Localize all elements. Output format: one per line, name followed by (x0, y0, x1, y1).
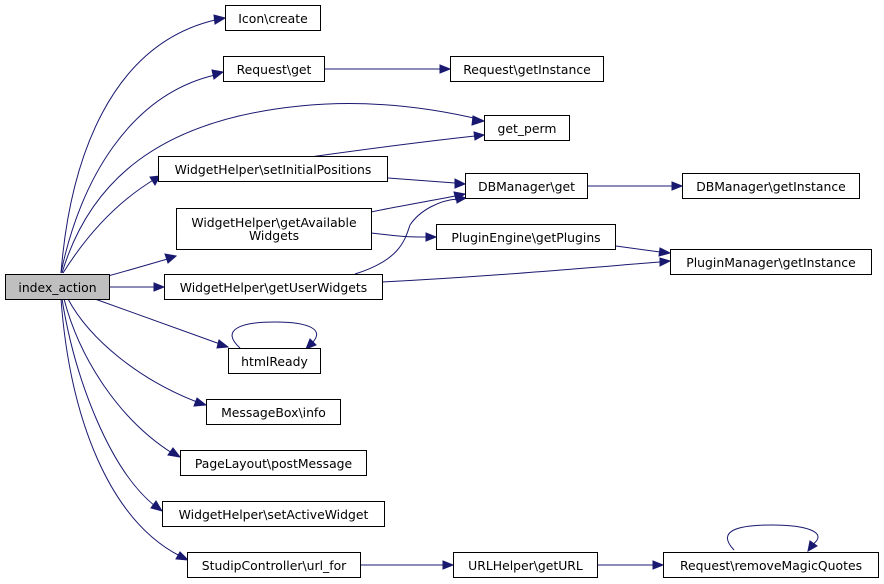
node-pluginengine-getplugins[interactable]: PluginEngine\getPlugins (436, 224, 616, 250)
arrowhead-request_removemagicquotes (652, 560, 665, 570)
arrowhead-request_removemagicquotes-self (807, 540, 818, 552)
arrowhead-pluginengine_getplugins (425, 232, 438, 242)
node-request-getinstance[interactable]: Request\getInstance (450, 56, 604, 82)
edge-widgethelper_getuserwidgets-dbmanager_get (354, 198, 459, 275)
edge-index_action-icon_create (60, 19, 216, 274)
edge-index_action-htmlready (94, 298, 221, 345)
node-index-action[interactable]: index_action (5, 274, 110, 300)
node-urlhelper-geturl[interactable]: URLHelper\getURL (453, 552, 598, 578)
edge-index_action-widgethelper_setinitialpositions (62, 178, 156, 274)
node-dbmanager-getinstance[interactable]: DBManager\getInstance (682, 173, 860, 199)
edge-request_removemagicquotes-request_removemagicquotes (727, 524, 819, 551)
edge-index_action-messagebox_info (67, 298, 198, 403)
arrowhead-htmlready (216, 339, 230, 349)
arrowhead-pagelayout_postmessage (167, 447, 182, 458)
edge-index_action-widgethelper_getavailablewidgets (107, 257, 172, 277)
arrowhead-pluginmanager_getinstance-from-plugins (658, 247, 672, 257)
edge-widgethelper_getavailablewidgets-pluginengine_getplugins (370, 232, 427, 238)
arrowhead-request_getinstance (439, 64, 452, 74)
arrowhead-icon_create (213, 14, 227, 25)
node-request-get[interactable]: Request\get (223, 56, 325, 82)
edge-widgethelper_getuserwidgets-pluginmanager_getinstance (381, 261, 661, 283)
node-icon-create[interactable]: Icon\create (225, 5, 321, 31)
edge-index_action-request_get (60, 74, 216, 274)
node-widgethelper-getavailablewidgets[interactable]: WidgetHelper\getAvailable Widgets (176, 208, 372, 250)
arrowhead-pluginmanager_getinstance-from-userwidgets (659, 257, 672, 267)
node-messagebox-info[interactable]: MessageBox\info (206, 399, 341, 425)
arrowhead-widgethelper_setinitialpositions (149, 175, 161, 186)
edge-layer (60, 19, 819, 566)
arrowhead-dbmanager_getinstance (671, 181, 684, 191)
arrowhead-perm-from-setinitial (473, 131, 486, 141)
arrowhead-widgethelper_setactivewidget (150, 500, 164, 512)
node-studipcontroller-url-for[interactable]: StudipController\url_for (187, 552, 361, 578)
arrowhead-get_perm (471, 115, 486, 126)
arrowhead-htmlready-self (305, 338, 317, 350)
node-dbmanager-get[interactable]: DBManager\get (465, 173, 588, 199)
arrowhead-widgethelper_getuserwidgets (153, 282, 166, 292)
edge-widgethelper_setinitialpositions-get_perm (309, 135, 476, 158)
node-widgethelper-getuserwidgets[interactable]: WidgetHelper\getUserWidgets (164, 274, 383, 300)
node-pluginmanager-getinstance[interactable]: PluginManager\getInstance (670, 249, 872, 275)
edge-htmlready-htmlready (231, 321, 318, 349)
arrowhead-messagebox_info (193, 397, 208, 407)
edge-widgethelper_setinitialpositions-dbmanager_get (387, 177, 456, 184)
arrowhead-dbmanager_get-from-userwidgets (455, 194, 468, 204)
arrowhead-request_get (211, 69, 225, 80)
edge-widgethelper_getavailablewidgets-dbmanager_get (370, 195, 456, 213)
edge-index_action-studipcontroller_url_for (60, 298, 181, 557)
node-request-removemagicquotes[interactable]: Request\removeMagicQuotes (663, 552, 879, 578)
node-widgethelper-setactivewidget[interactable]: WidgetHelper\setActiveWidget (162, 501, 385, 527)
node-widgethelper-setinitialpositions[interactable]: WidgetHelper\setInitialPositions (158, 156, 388, 182)
node-pagelayout-postmessage[interactable]: PageLayout\postMessage (180, 450, 367, 476)
arrowhead-studipcontroller_url_for (175, 551, 190, 561)
edge-index_action-widgethelper_setactivewidget (61, 298, 156, 507)
edge-index_action-pagelayout_postmessage (63, 298, 173, 454)
edge-pluginengine_getplugins-pluginmanager_getinstance (615, 245, 661, 253)
node-htmlready[interactable]: htmlReady (228, 348, 321, 374)
edge-index_action-get_perm (61, 103, 483, 274)
arrowhead-urlhelper_geturl (442, 560, 455, 570)
arrowhead-widgethelper_getavailablewidgets (164, 253, 178, 264)
node-get-perm[interactable]: get_perm (484, 115, 570, 141)
arrowhead-dbmanager_get-from-setinitial (454, 178, 467, 189)
arrowhead-layer (149, 14, 818, 570)
